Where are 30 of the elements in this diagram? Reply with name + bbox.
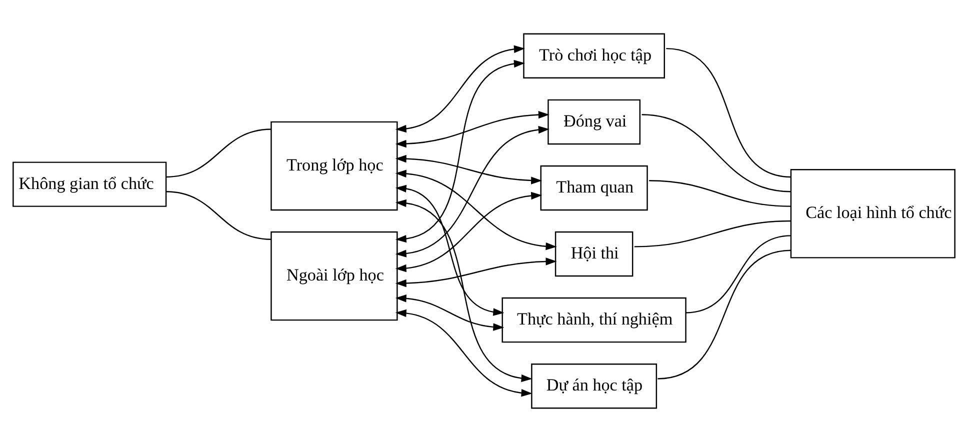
node-box: Các loại hình tổ chức (790, 168, 956, 258)
arrow (395, 184, 504, 316)
node-box: Đóng vai (548, 98, 641, 144)
arrow (395, 308, 532, 396)
node-box: Trò chơi học tập (523, 32, 665, 78)
node-box: Tham quan (540, 164, 648, 210)
connector (649, 180, 791, 206)
node-box: Ngoài lớp học (270, 230, 398, 320)
node-box: Dự án học tập (531, 362, 658, 408)
node-box: Trong lớp học (270, 120, 398, 210)
node-box: Hội thi (554, 230, 634, 276)
node-box: Không gian tổ chức (12, 161, 167, 206)
connector (686, 234, 792, 313)
arrow (395, 257, 557, 287)
arrow (395, 110, 550, 148)
arrow (395, 154, 542, 184)
connector (642, 114, 791, 192)
arrow (395, 294, 504, 330)
arrow (395, 198, 532, 382)
connector (666, 47, 792, 178)
arrow (395, 125, 550, 257)
arrow (395, 44, 525, 132)
connector (634, 220, 791, 247)
connector (166, 128, 272, 178)
node-box: Thực hành, thí nghiệm (502, 296, 686, 342)
connector (658, 249, 792, 379)
arrow (395, 191, 542, 272)
connector (166, 190, 272, 240)
arrow (395, 169, 557, 250)
arrow (395, 59, 525, 242)
